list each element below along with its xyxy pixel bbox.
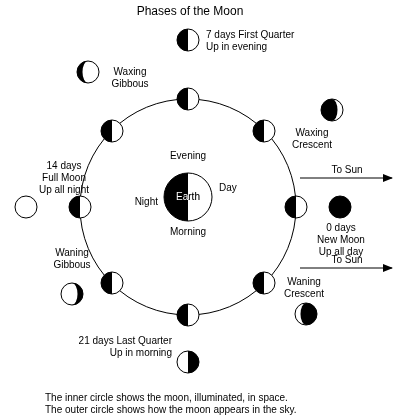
waning-crescent-icon: [295, 303, 317, 325]
diagram-title: Phases of the Moon: [0, 4, 380, 18]
diagram-caption: The inner circle shows the moon, illumin…: [45, 392, 302, 416]
first-quarter-icon: [177, 29, 199, 51]
phase-note: 21 days Last Quarter Up in morning: [76, 335, 172, 359]
phase-name: Waxing Crescent: [290, 127, 334, 151]
time-label: Day: [219, 182, 259, 194]
inner-moon: [253, 272, 275, 294]
phase-note: 7 days First Quarter Up in evening: [206, 29, 301, 53]
earth-circle: Earth: [163, 172, 213, 222]
node-label: Earth: [163, 191, 213, 203]
sun-arrow: [300, 268, 392, 269]
inner-moon: [253, 120, 275, 142]
time-label: Morning: [158, 226, 218, 238]
inner-moon: [69, 196, 91, 218]
phase-note: 0 days New Moon Up all day: [316, 222, 366, 258]
phase-note: 14 days Full Moon Up all night: [38, 160, 90, 196]
inner-moon: [285, 196, 307, 218]
waxing-gibbous-icon: [77, 61, 99, 83]
inner-moon: [101, 120, 123, 142]
earth-day-side: [164, 173, 212, 221]
phase-name: Waxing Gibbous: [108, 66, 152, 90]
time-label: Evening: [158, 150, 218, 162]
phase-name: Waning Crescent: [282, 276, 326, 300]
sun-label: To Sun: [325, 164, 369, 176]
sun-label: To Sun: [325, 254, 369, 266]
inner-moon: [101, 272, 123, 294]
waxing-crescent-icon: [321, 99, 343, 121]
full-moon-icon: [15, 196, 37, 218]
last-quarter-icon: [177, 351, 199, 373]
time-label: Night: [118, 196, 158, 208]
waning-gibbous-icon: [61, 283, 83, 305]
new-moon-icon: [329, 196, 351, 218]
inner-moon: [177, 304, 199, 326]
sun-arrow: [300, 178, 392, 179]
inner-moon: [177, 88, 199, 110]
orbit-circle: [80, 99, 296, 315]
phase-name: Waning Gibbous: [50, 247, 94, 271]
